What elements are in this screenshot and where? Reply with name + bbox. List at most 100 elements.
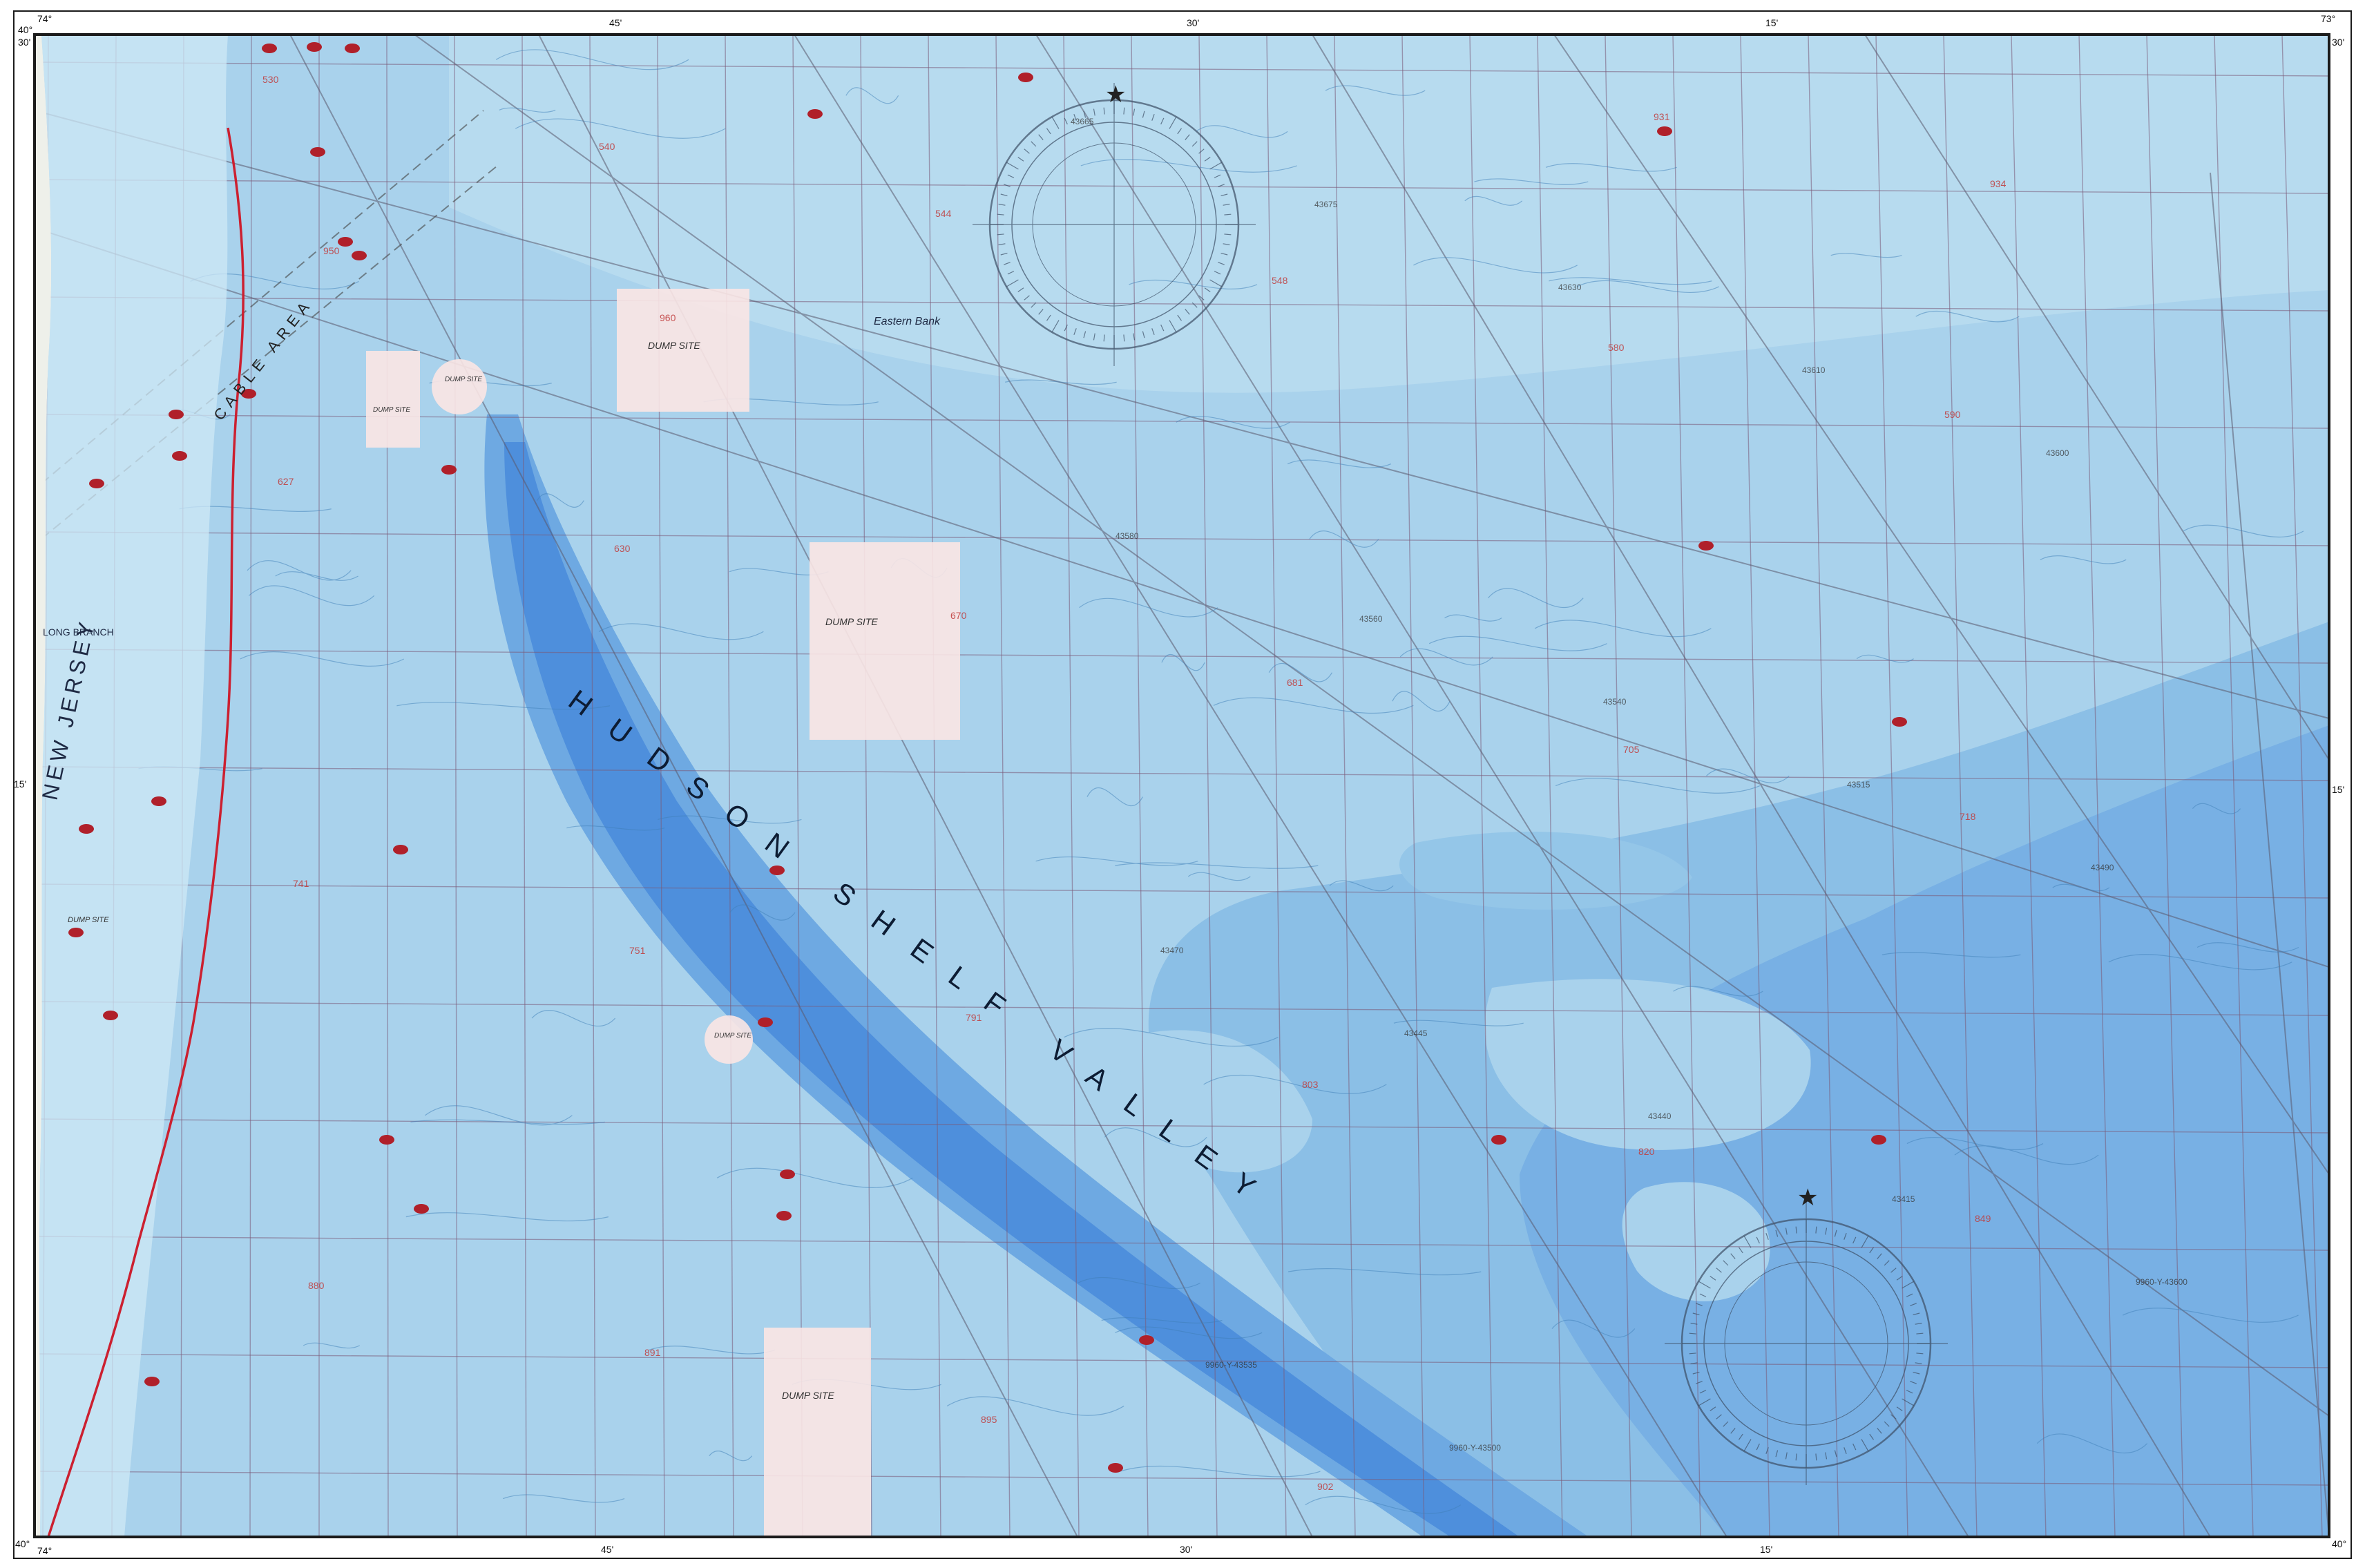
compass-tick xyxy=(1064,117,1068,125)
compass-tick xyxy=(1730,1253,1736,1259)
depth-contour xyxy=(247,560,352,581)
depth-contour xyxy=(1545,163,1677,172)
meridian-line xyxy=(1875,35,1908,1537)
depth-label: 741 xyxy=(293,878,309,889)
loran-label: 43610 xyxy=(1802,365,1826,375)
chart-frame xyxy=(33,33,2330,1538)
dump-site-center-label: DUMP SITE xyxy=(825,616,878,627)
compass-tick xyxy=(998,243,1006,246)
depth-contour xyxy=(1080,159,1297,173)
depth-contour xyxy=(1444,614,1502,622)
depth-contour xyxy=(248,585,375,606)
depth-contour xyxy=(2196,942,2299,953)
compass-tick xyxy=(1689,1332,1696,1335)
depth-contour xyxy=(1464,195,1523,206)
depth-contour xyxy=(946,1396,1124,1416)
compass-tick xyxy=(1142,331,1145,338)
loran-line xyxy=(414,35,2329,1417)
compass-tick xyxy=(1007,271,1015,275)
compass-tick xyxy=(1825,1452,1828,1460)
dump-site-south-label: DUMP SITE xyxy=(782,1390,834,1401)
wreck-marker xyxy=(441,465,457,475)
depth-contour xyxy=(1325,85,1426,96)
loran-label: 9960-Y-43500 xyxy=(1449,1443,1501,1453)
depth-contour xyxy=(537,493,584,508)
compass-tick xyxy=(1031,141,1037,147)
depth-contour xyxy=(845,87,899,104)
compass-tick xyxy=(1869,1247,1874,1254)
compass-tick xyxy=(1785,1452,1788,1460)
loran-label: 43540 xyxy=(1603,697,1627,707)
compass-tick xyxy=(1083,331,1086,338)
depth-contour xyxy=(1534,620,1712,638)
compass-tick xyxy=(1689,1352,1696,1355)
depth-contour xyxy=(1413,257,1578,274)
depth-contour xyxy=(1906,1137,2044,1151)
dump-site-small-west xyxy=(366,351,420,448)
right-tick-15: 15' xyxy=(2332,784,2344,795)
dump-site-circle-valley xyxy=(705,1015,753,1064)
depth-label: 580 xyxy=(1608,342,1625,353)
depth-contour xyxy=(716,1167,913,1188)
wreck-marker xyxy=(807,109,823,119)
parallel-line xyxy=(35,1471,2329,1486)
parallel-line xyxy=(35,883,2329,899)
bank-label: Eastern Bank xyxy=(874,316,941,327)
depth-label: 895 xyxy=(981,1414,997,1425)
compass-ticks xyxy=(990,100,1931,1468)
loran-label: 43445 xyxy=(1404,1029,1428,1038)
compass-tick xyxy=(1710,1406,1716,1411)
compass-tick xyxy=(1795,1453,1797,1461)
compass-tick xyxy=(1223,243,1230,246)
compass-tick xyxy=(1844,1447,1847,1454)
depth-contour xyxy=(275,571,358,581)
depth-contour xyxy=(1309,530,1379,548)
depth-contour xyxy=(566,825,665,831)
depth-label: 902 xyxy=(1317,1481,1334,1492)
meridian-line xyxy=(1198,35,1218,1537)
wreck-marker xyxy=(79,824,94,834)
compass-tick xyxy=(1902,1398,1915,1406)
compass-tick xyxy=(1169,116,1177,129)
compass-tick xyxy=(1006,279,1019,287)
wreck-marker xyxy=(776,1211,792,1221)
depth-contour xyxy=(2036,1433,2148,1453)
depth-contour xyxy=(1392,691,1450,712)
compass-tick xyxy=(1690,1362,1698,1365)
parallel-line xyxy=(35,531,2329,546)
parallel-line xyxy=(35,1353,2329,1368)
compass-tick xyxy=(1169,320,1177,333)
compass-tick xyxy=(1852,1443,1857,1451)
depth-contour xyxy=(1196,125,1288,138)
depth-contour xyxy=(240,651,405,667)
compass-tick xyxy=(1024,149,1030,154)
depth-contour xyxy=(1549,277,1712,285)
compass-tick xyxy=(1825,1227,1828,1235)
star-symbol-north: ★ xyxy=(1105,82,1126,108)
compass-tick xyxy=(1031,302,1037,308)
wreck-marker xyxy=(1698,541,1714,551)
shoal-patch-1 xyxy=(1484,979,1811,1150)
depth-contour xyxy=(1305,1495,1462,1514)
valley-outer xyxy=(484,414,1589,1537)
depth-contour xyxy=(1830,253,1902,258)
compass-tick xyxy=(1223,203,1230,206)
depth-contour xyxy=(1119,1465,1321,1478)
compass-tick xyxy=(1024,295,1030,300)
grid-meridians xyxy=(42,35,2323,1537)
depth-label: 590 xyxy=(1944,409,1961,420)
meridian-line xyxy=(454,35,458,1537)
bottom-tick-45: 45' xyxy=(601,1544,613,1555)
deep-basin-2 xyxy=(1520,725,2329,1537)
wreck-marker xyxy=(1139,1335,1154,1345)
meridian-line xyxy=(1469,35,1494,1537)
wreck-markers xyxy=(68,42,1907,1473)
depth-label: 540 xyxy=(599,141,615,152)
compass-tick xyxy=(1198,295,1205,300)
meridian-line xyxy=(1334,35,1356,1537)
meridian-line xyxy=(1131,35,1149,1537)
meridian-line xyxy=(2281,35,2323,1537)
depth-contour xyxy=(1079,597,1218,618)
compass-tick xyxy=(1692,1312,1700,1316)
